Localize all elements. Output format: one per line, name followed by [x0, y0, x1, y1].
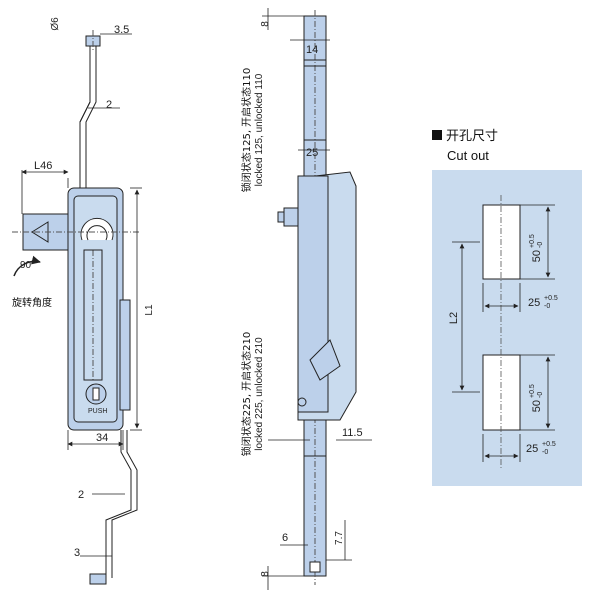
cutout-width-nominal-upper: 25	[528, 297, 540, 309]
dim-top-offset: 3.5	[114, 24, 129, 36]
cutout-height-nominal-upper: 50	[531, 250, 543, 262]
side-dimensions	[262, 8, 372, 590]
bottom-bolt	[89, 573, 107, 585]
side-dim-hole: 6	[282, 532, 288, 544]
cutout-height-tol-lower-2: -0	[537, 392, 544, 398]
rotation-caption: 旋转角度	[12, 296, 52, 309]
rear-plate	[119, 299, 131, 411]
push-label: PUSH	[88, 408, 107, 415]
cutout-height-nominal-lower: 50	[531, 400, 543, 412]
side-dim-top: 8	[260, 21, 271, 27]
side-dim-depth: 11.5	[342, 427, 363, 439]
note-lower-en: locked 225, unlocked 210	[254, 337, 265, 451]
rotation-angle: 90°	[20, 260, 35, 271]
cutout-title-cn: 开孔尺寸	[446, 129, 498, 144]
cutout-width-tol-upper: +0.5	[544, 295, 558, 302]
side-view	[277, 10, 357, 585]
dim-bend-upper: 2	[106, 99, 112, 111]
cutout-upper-hole	[482, 204, 521, 280]
dim-handle-reach: L46	[34, 160, 52, 172]
cutout-panel	[432, 170, 582, 486]
note-upper-en: locked 125, unlocked 110	[254, 73, 265, 186]
cutout-height-tol-upper-2: +0.5	[529, 384, 536, 398]
cutout-width-tol-upper-2: +0.5	[542, 441, 556, 448]
dim-diameter: Ø6	[50, 17, 61, 31]
cutout-width-tol-lower: -0	[544, 303, 550, 310]
side-knob	[283, 207, 299, 227]
side-dim-rod-width: 14	[306, 44, 318, 56]
cutout-width-nominal-lower: 25	[526, 443, 538, 455]
lower-rod	[105, 430, 132, 578]
side-dim-end-offset: 7.7	[334, 531, 345, 545]
dim-width: 34	[96, 432, 108, 444]
note-lower-cn: 锁闭状态225, 开启状态210	[240, 332, 253, 457]
cutout-spacing: L2	[448, 312, 460, 324]
front-dimensions	[21, 33, 142, 557]
cutout-title-en: Cut out	[447, 148, 489, 163]
cutout-height-tol-lower: -0	[537, 242, 544, 248]
cutout-lower-hole	[482, 354, 521, 431]
front-view	[12, 30, 140, 585]
cutout-height-tol-upper: +0.5	[529, 234, 536, 248]
cutout-width-tol-lower-2: -0	[542, 449, 548, 456]
cutout-title-marker	[432, 130, 442, 140]
rotation-arrow-icon	[13, 255, 41, 277]
dim-overall-length: L1	[144, 304, 155, 316]
note-upper-cn: 锁闭状态125, 开启状态110	[240, 68, 253, 193]
side-dim-handle-width: 25	[306, 147, 318, 159]
dim-bottom-offset: 3	[74, 547, 80, 559]
dim-bend-lower: 2	[78, 489, 84, 501]
side-dim-bottom: 8	[260, 571, 271, 577]
